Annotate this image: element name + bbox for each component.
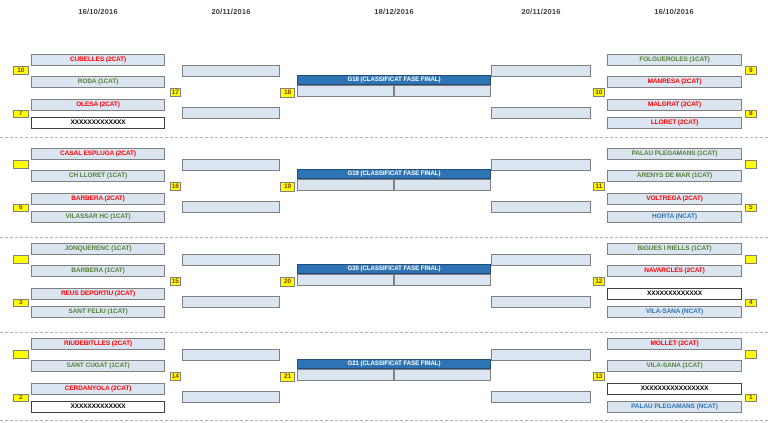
page-break-line	[0, 332, 768, 333]
final-header: G18 (CLASSIFICAT FASE FINAL)	[297, 75, 491, 85]
seed-box	[744, 255, 757, 264]
seed-box	[744, 350, 757, 359]
semi-number-box: 17	[169, 87, 181, 97]
date-header: 18/12/2016	[374, 7, 414, 16]
team-box: JONQUERENC (1CAT)	[31, 243, 165, 255]
page-break-line	[0, 237, 768, 238]
team-box: PALAU PLEGAMANS (NCAT)	[607, 401, 742, 413]
seed-box: 8	[744, 109, 757, 118]
final-slot	[297, 273, 394, 286]
final-slot	[394, 84, 491, 97]
seed-box: 5	[744, 203, 757, 212]
semifinal-slot	[491, 391, 591, 403]
date-header: 20/11/2016	[521, 7, 561, 16]
final-slot	[394, 368, 491, 381]
team-box: XXXXXXXXXXXXXXXX	[607, 383, 742, 395]
seed-box: 6	[13, 203, 29, 212]
page-break-line	[0, 420, 768, 421]
team-box: SANT FELIU (1CAT)	[31, 306, 165, 318]
final-number-box: 20	[280, 277, 295, 287]
final-slot	[297, 84, 394, 97]
date-header: 20/11/2016	[211, 7, 251, 16]
semi-number-box: 15	[169, 276, 181, 286]
semi-number-box: 16	[169, 181, 181, 191]
final-slot	[394, 273, 491, 286]
seed-box	[744, 160, 757, 169]
team-box: VOLTREGA (2CAT)	[607, 193, 742, 205]
final-slot	[297, 368, 394, 381]
semifinal-slot	[182, 201, 280, 213]
semi-number-box: 11	[592, 181, 605, 191]
team-box: FOLGUEROLES (1CAT)	[607, 54, 742, 66]
semifinal-slot	[491, 65, 591, 77]
seed-box: 2	[13, 393, 29, 402]
semifinal-slot	[491, 107, 591, 119]
team-box: VILASSAR HC (1CAT)	[31, 211, 165, 223]
seed-box	[13, 350, 29, 359]
team-box: RODA (1CAT)	[31, 76, 165, 88]
page-break-line	[0, 137, 768, 138]
seed-box: 7	[13, 109, 29, 118]
semifinal-slot	[182, 391, 280, 403]
team-box: LLORET (2CAT)	[607, 117, 742, 129]
team-box: XXXXXXXXXXXXX	[607, 288, 742, 300]
team-box: NAVARCLES (2CAT)	[607, 265, 742, 277]
semi-number-box: 14	[169, 371, 181, 381]
team-box: VILA-SANA (NCAT)	[607, 306, 742, 318]
seed-box	[13, 160, 29, 169]
semifinal-slot	[491, 296, 591, 308]
seed-box: 9	[744, 66, 757, 75]
team-box: MALGRAT (2CAT)	[607, 99, 742, 111]
semifinal-slot	[182, 159, 280, 171]
semi-number-box: 10	[592, 87, 605, 97]
team-box: VILA-SANA (1CAT)	[607, 360, 742, 372]
semifinal-slot	[182, 65, 280, 77]
semifinal-slot	[182, 349, 280, 361]
semifinal-slot	[491, 349, 591, 361]
team-box: XXXXXXXXXXXXX	[31, 117, 165, 129]
team-box: OLESA (2CAT)	[31, 99, 165, 111]
date-header: 16/10/2016	[78, 7, 118, 16]
final-number-box: 21	[280, 372, 295, 382]
semifinal-slot	[182, 296, 280, 308]
team-box: CH LLORET (1CAT)	[31, 170, 165, 182]
team-box: SANT CUGAT (1CAT)	[31, 360, 165, 372]
team-box: BIGUES I RIELLS (1CAT)	[607, 243, 742, 255]
semifinal-slot	[182, 254, 280, 266]
semifinal-slot	[491, 201, 591, 213]
final-header: G20 (CLASSIFICAT FASE FINAL)	[297, 264, 491, 274]
team-box: PALAU PLEGAMANS (1CAT)	[607, 148, 742, 160]
final-number-box: 18	[280, 88, 295, 98]
semifinal-slot	[182, 107, 280, 119]
team-box: REUS DEPORTIU (2CAT)	[31, 288, 165, 300]
seed-box: 4	[744, 298, 757, 307]
team-box: HORTA (NCAT)	[607, 211, 742, 223]
team-box: BARBERA (1CAT)	[31, 265, 165, 277]
team-box: ARENYS DE MAR (1CAT)	[607, 170, 742, 182]
semifinal-slot	[491, 159, 591, 171]
team-box: MANRESA (2CAT)	[607, 76, 742, 88]
date-header: 16/10/2016	[654, 7, 694, 16]
team-box: CUBELLES (2CAT)	[31, 54, 165, 66]
semi-number-box: 13	[592, 371, 605, 381]
team-box: CERDANYOLA (2CAT)	[31, 383, 165, 395]
final-slot	[394, 178, 491, 191]
team-box: MOLLET (2CAT)	[607, 338, 742, 350]
seed-box: 3	[13, 298, 29, 307]
final-header: G21 (CLASSIFICAT FASE FINAL)	[297, 359, 491, 369]
team-box: RIUDEBITLLES (2CAT)	[31, 338, 165, 350]
semi-number-box: 12	[592, 276, 605, 286]
final-number-box: 19	[280, 182, 295, 192]
seed-box: 10	[13, 66, 29, 75]
semifinal-slot	[491, 254, 591, 266]
final-slot	[297, 178, 394, 191]
team-box: CASAL ESPLUGA (2CAT)	[31, 148, 165, 160]
seed-box	[13, 255, 29, 264]
team-box: XXXXXXXXXXXXX	[31, 401, 165, 413]
final-header: G19 (CLASSIFICAT FASE FINAL)	[297, 169, 491, 179]
team-box: BARBERA (2CAT)	[31, 193, 165, 205]
seed-box: 1	[744, 393, 757, 402]
